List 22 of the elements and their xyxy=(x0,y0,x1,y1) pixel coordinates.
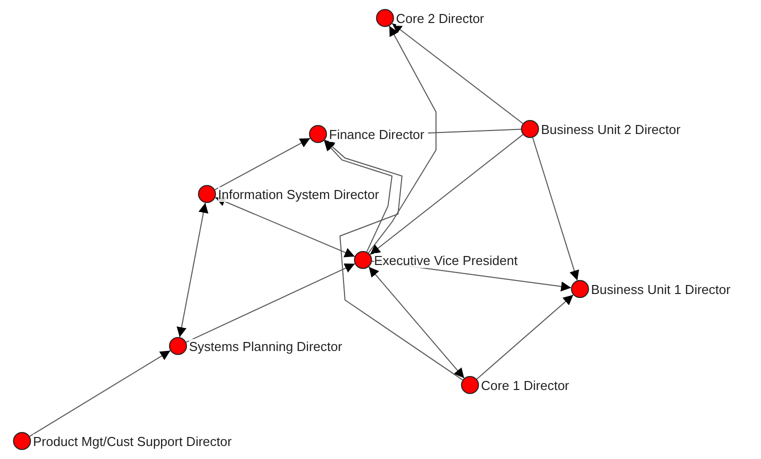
node-label: Business Unit 2 Director xyxy=(541,122,680,136)
arrow xyxy=(476,294,574,380)
arrow xyxy=(29,350,171,437)
arrow xyxy=(368,266,465,379)
arrow xyxy=(324,139,464,380)
node-label: Information System Director xyxy=(218,186,380,202)
arrow xyxy=(186,263,356,343)
arrow xyxy=(368,25,436,254)
arrow xyxy=(214,138,311,190)
node-label: Core 2 Director xyxy=(396,10,484,26)
node-label: Finance Director xyxy=(329,126,424,142)
arrow xyxy=(370,134,524,255)
node-label: Systems Planning Director xyxy=(189,338,342,354)
node-label: Core 1 Director xyxy=(481,378,570,392)
node-label: Product Mgt/Cust Support Director xyxy=(33,434,232,448)
arrow xyxy=(324,140,393,252)
arrow xyxy=(214,196,356,258)
arrow xyxy=(176,202,208,338)
node-label: Business Unit 1 Director xyxy=(591,282,730,296)
arrow xyxy=(392,22,524,124)
arrow xyxy=(532,137,580,281)
node-label: Executive Vice President xyxy=(374,252,518,268)
